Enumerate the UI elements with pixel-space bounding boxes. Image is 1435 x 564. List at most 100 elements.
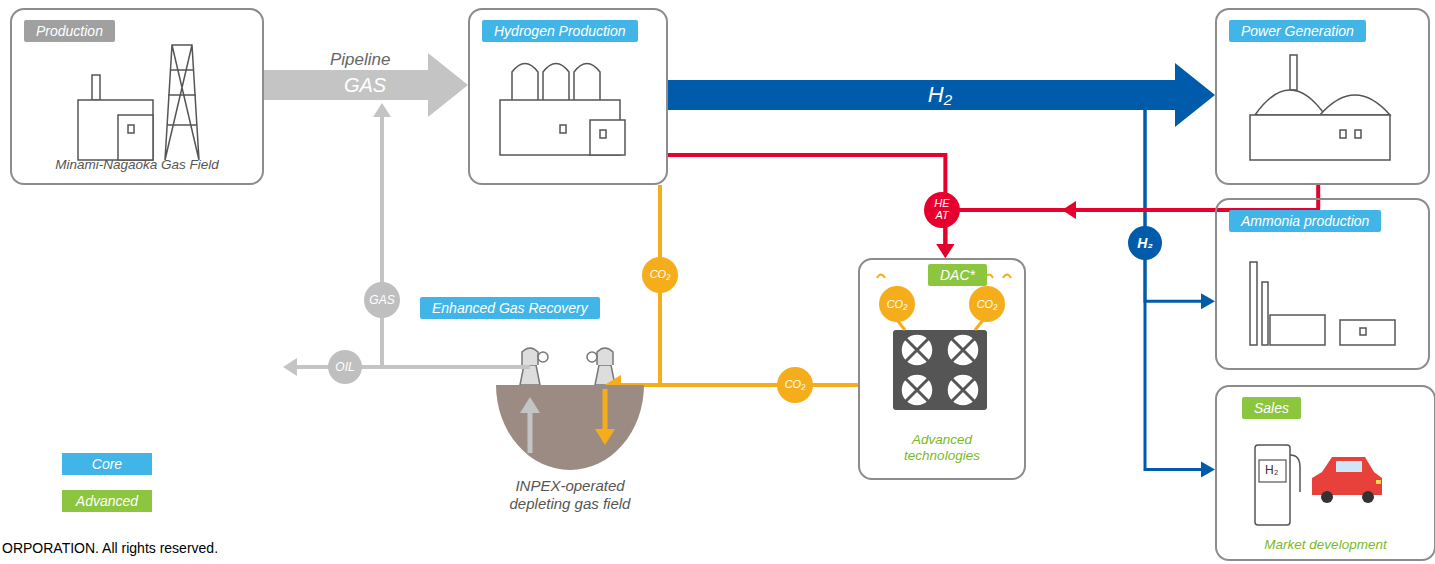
illustration-part bbox=[560, 125, 566, 133]
illustration-part bbox=[1250, 262, 1257, 345]
arrow-head bbox=[1062, 201, 1076, 219]
illustration-part bbox=[128, 125, 134, 133]
illustration-part bbox=[1320, 95, 1390, 115]
arrow-head bbox=[1201, 293, 1215, 309]
node-heading: Production bbox=[24, 20, 115, 42]
illustration-part bbox=[528, 411, 533, 453]
node-heading: Hydrogen Production bbox=[482, 20, 638, 42]
illustration-part bbox=[668, 155, 945, 245]
connector-label-text: GAS bbox=[344, 74, 386, 97]
process-box: Ammonia production bbox=[1215, 198, 1430, 370]
node-caption: INPEX-operated depleting gas field bbox=[470, 477, 670, 513]
connector-line bbox=[668, 155, 945, 245]
illustration-part bbox=[92, 75, 100, 100]
illustration-part bbox=[901, 334, 979, 406]
illustration-part bbox=[597, 348, 613, 365]
arrow-head bbox=[373, 103, 391, 117]
connector-label: HEAT bbox=[924, 192, 960, 228]
flow-connector bbox=[668, 95, 1215, 477]
connector-label: H₂ bbox=[928, 82, 952, 108]
process-box: Hydrogen Production bbox=[468, 8, 668, 185]
circle-label: CO₂ bbox=[977, 298, 998, 310]
connector-label: H₂ bbox=[1128, 226, 1162, 260]
illustration-part bbox=[600, 130, 606, 138]
illustration-part bbox=[668, 95, 1202, 469]
dac-fan-unit bbox=[877, 275, 1011, 411]
legend-swatch: Advanced bbox=[62, 490, 152, 512]
connector-label-text: CO₂ bbox=[785, 379, 806, 391]
illustration-part bbox=[1376, 480, 1381, 484]
illustration-part bbox=[1355, 130, 1361, 138]
process-box: DAC*Advanced technologiesCO₂CO₂ bbox=[858, 258, 1026, 480]
process-badge: Enhanced Gas Recovery bbox=[420, 297, 600, 319]
flow-caption: Pipeline bbox=[330, 50, 391, 70]
illustration-part bbox=[1250, 115, 1390, 160]
illustration-part bbox=[1262, 282, 1268, 345]
connector-label: CO₂ bbox=[642, 257, 678, 293]
hydrogen-pump bbox=[1255, 445, 1300, 525]
illustration-part bbox=[1336, 461, 1362, 472]
connector-label-text: GAS bbox=[369, 294, 394, 307]
car-icon bbox=[1312, 457, 1382, 503]
illustration-part bbox=[620, 385, 858, 386]
illustration-part bbox=[520, 397, 540, 413]
illustration-part bbox=[668, 95, 1202, 301]
connector-line bbox=[382, 116, 530, 367]
pump-label: H₂ bbox=[1265, 463, 1278, 477]
connector-line bbox=[668, 95, 1202, 469]
illustration-part bbox=[1270, 315, 1325, 345]
illustration-part bbox=[1290, 455, 1300, 492]
illustration-part bbox=[1362, 491, 1374, 503]
illustration-part bbox=[893, 330, 987, 410]
connector-line bbox=[620, 383, 858, 387]
connector-label-text: CO₂ bbox=[650, 269, 671, 281]
node-heading: Power Generation bbox=[1229, 20, 1366, 42]
node-caption: Minami-Nagaoka Gas Field bbox=[12, 157, 262, 173]
illustration-part bbox=[1290, 55, 1297, 90]
illustration-part bbox=[382, 116, 530, 367]
process-box: Power Generation bbox=[1215, 8, 1430, 185]
connector-label: GAS bbox=[344, 74, 386, 97]
illustration-part bbox=[1340, 320, 1395, 345]
illustration-part bbox=[1259, 460, 1286, 482]
illustration-part bbox=[512, 64, 538, 106]
illustration-part bbox=[1255, 445, 1290, 525]
node-heading: DAC* bbox=[928, 264, 987, 286]
illustration-part bbox=[1312, 457, 1382, 495]
illustration-part bbox=[538, 352, 548, 362]
illustration-part bbox=[165, 45, 199, 160]
arrow-head bbox=[1175, 63, 1215, 127]
illustration-part bbox=[603, 389, 608, 431]
process-box: ProductionMinami-Nagaoka Gas Field bbox=[10, 8, 264, 185]
hydrogen-plant bbox=[500, 64, 625, 156]
gas-field-shape: INPEX-operated depleting gas field bbox=[470, 385, 670, 525]
illustration-part bbox=[496, 385, 644, 470]
node-caption: Market development bbox=[1217, 537, 1434, 553]
connector-line bbox=[264, 70, 429, 100]
flow-connector bbox=[668, 95, 1215, 309]
illustration-part bbox=[522, 348, 538, 365]
connector-label-text: HEAT bbox=[934, 198, 951, 221]
connector-label-text: H₂ bbox=[928, 82, 952, 108]
flow-connector bbox=[668, 155, 954, 258]
illustration-part bbox=[78, 100, 153, 160]
illustration-part bbox=[283, 358, 297, 376]
legend-text: Advanced bbox=[76, 493, 138, 509]
illustration-part bbox=[897, 320, 983, 330]
illustration-part bbox=[905, 338, 975, 402]
arrow-head bbox=[936, 244, 954, 258]
illustration-part bbox=[1340, 130, 1346, 138]
legend-text: Core bbox=[92, 456, 122, 472]
illustration-part bbox=[1360, 328, 1366, 335]
connector-line bbox=[668, 95, 1202, 301]
illustration-part bbox=[543, 64, 569, 106]
illustration-part bbox=[590, 120, 625, 155]
node-heading: Sales bbox=[1242, 397, 1301, 419]
power-plant bbox=[1250, 55, 1390, 160]
gas-field-plant bbox=[78, 45, 199, 160]
copyright-note: ORPORATION. All rights reserved. bbox=[2, 540, 218, 556]
circle-label: CO₂ bbox=[887, 298, 908, 310]
co2-circle: CO₂ bbox=[969, 286, 1005, 322]
illustration-part bbox=[1321, 491, 1333, 503]
